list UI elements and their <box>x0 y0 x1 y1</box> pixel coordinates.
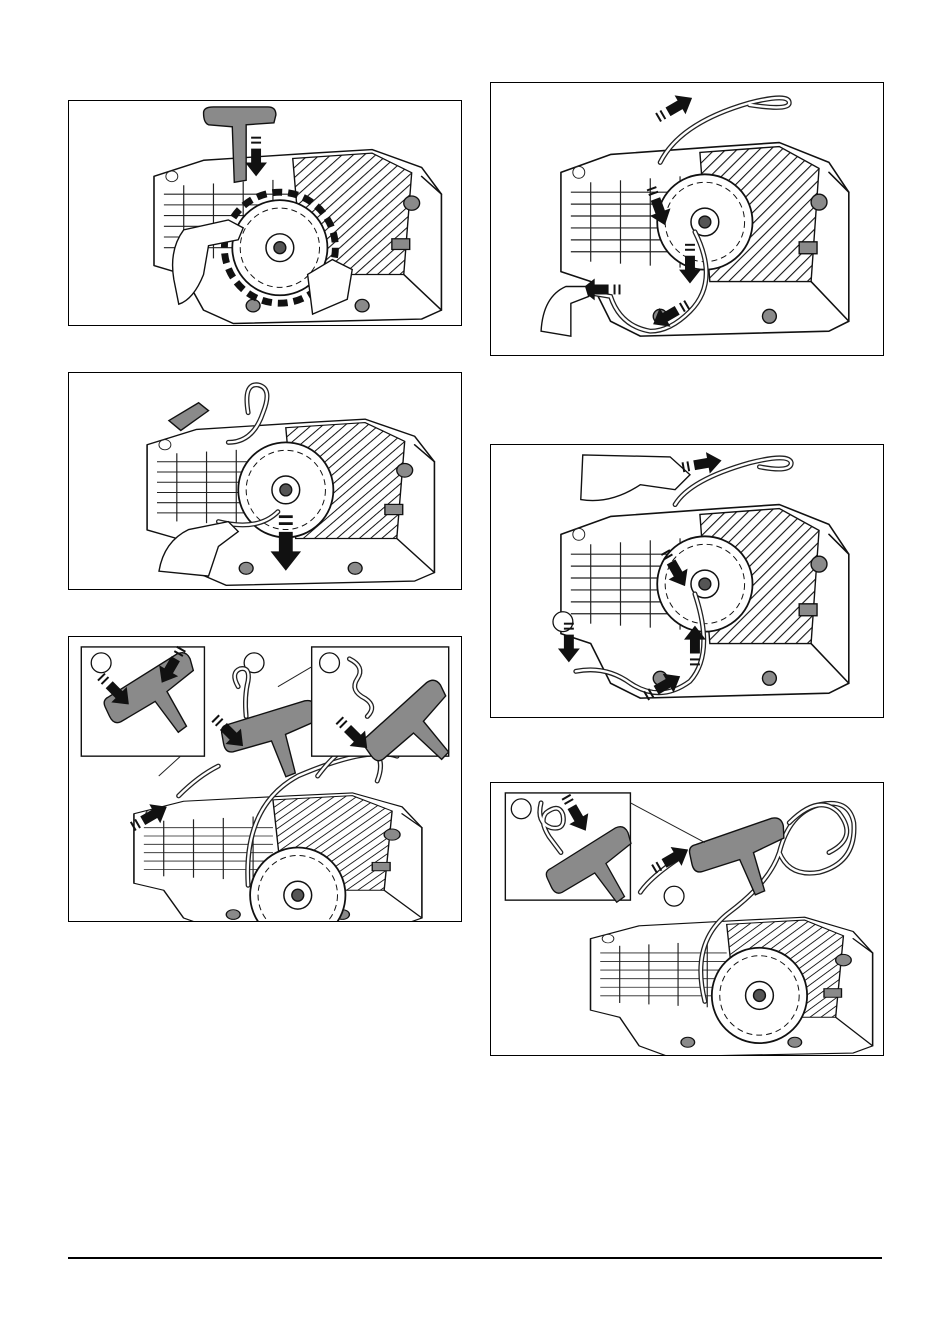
figure-1 <box>68 100 462 326</box>
callout-marker-b <box>664 886 684 906</box>
figure-6 <box>490 782 884 1056</box>
illustration-wind-pulley <box>69 101 461 325</box>
figure-3 <box>68 636 462 922</box>
illustration-route-rope <box>491 83 883 355</box>
illustration-knot-into-handle <box>491 783 883 1055</box>
illustration-pull-through <box>491 445 883 717</box>
footer-rule <box>68 1257 882 1259</box>
illustration-pull-rope <box>69 373 461 589</box>
figure-5 <box>490 444 884 718</box>
callout-marker-1 <box>91 653 111 673</box>
illustration-handle-knot <box>69 637 461 921</box>
callout-marker-3 <box>320 653 340 673</box>
figure-2 <box>68 372 462 590</box>
callout-marker-c <box>511 799 531 819</box>
figure-4 <box>490 82 884 356</box>
